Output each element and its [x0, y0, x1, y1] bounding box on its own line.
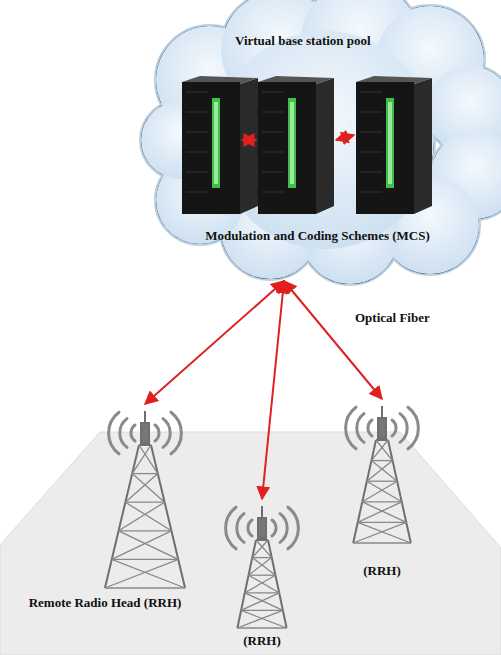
tower-icon — [100, 405, 190, 590]
tower-label: Remote Radio Head (RRH) — [29, 595, 182, 611]
rrh-tower: (RRH) — [337, 400, 427, 545]
server-rack — [356, 76, 432, 214]
cloud-title: Virtual base station pool — [235, 33, 371, 49]
link-arrow — [242, 135, 354, 140]
fiber-link — [145, 281, 284, 404]
fiber-link — [262, 281, 284, 499]
rrh-tower: (RRH) — [217, 500, 307, 630]
tower-icon — [337, 400, 427, 545]
tower-label: (RRH) — [243, 633, 281, 649]
link-label: Optical Fiber — [355, 310, 430, 326]
tower-label: (RRH) — [363, 563, 401, 579]
cloud-caption: Modulation and Coding Schemes (MCS) — [205, 228, 430, 244]
tower-icon — [217, 500, 307, 630]
fiber-link — [284, 281, 382, 399]
rrh-tower: Remote Radio Head (RRH) — [100, 405, 190, 590]
server-rack — [258, 76, 334, 214]
server-rack — [182, 76, 258, 214]
base-station-cloud: Virtual base station poolModulation and … — [150, 0, 501, 280]
